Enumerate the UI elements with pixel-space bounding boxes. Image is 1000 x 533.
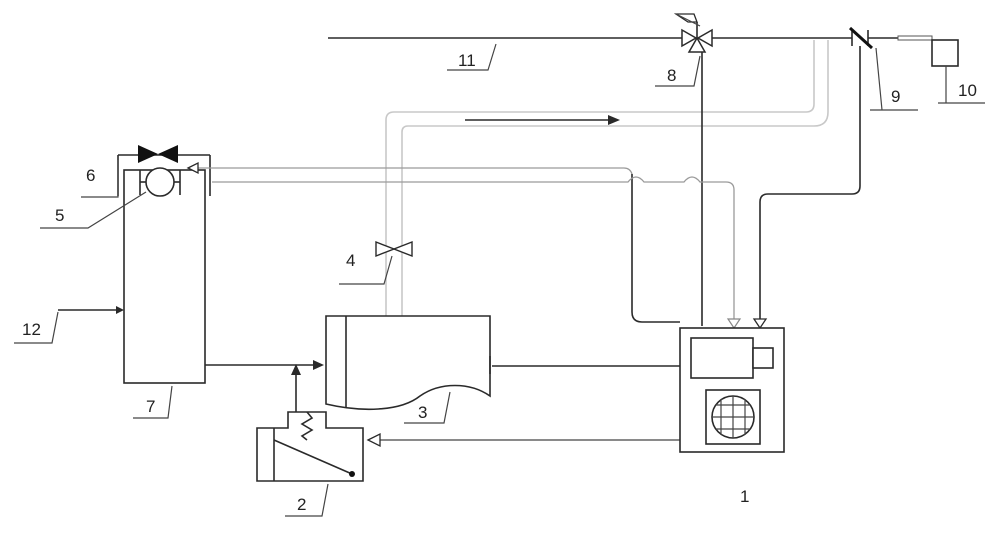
label-6: 6: [86, 166, 95, 185]
controller-to-heater-line: [366, 432, 680, 448]
damper-9-signal-arrow: [752, 318, 768, 330]
label-11: 11: [458, 51, 476, 70]
three-way-valve-8: [673, 13, 713, 53]
valve-6: [138, 145, 178, 163]
label-3: 3: [418, 403, 427, 422]
damper-valve-9: [848, 26, 874, 50]
label-9: 9: [891, 87, 900, 106]
main-pipe-11: [328, 35, 933, 41]
tank-7: [123, 169, 206, 384]
label-10: 10: [958, 81, 977, 100]
label-7: 7: [146, 397, 155, 416]
valve-4: [375, 240, 413, 258]
label-1: 1: [740, 487, 749, 506]
pump-5: [139, 167, 181, 197]
component-10-box: [931, 39, 959, 67]
tank-to-unit-3-line: [205, 360, 324, 370]
tank-signal-lines: [186, 161, 742, 330]
unit-3: [325, 315, 491, 410]
label-2: 2: [297, 495, 306, 514]
controller-1: [679, 327, 785, 453]
heater-2: [256, 411, 364, 482]
label-8: 8: [667, 66, 676, 85]
damper-9-signal-line: [759, 46, 861, 320]
label-5: 5: [55, 206, 64, 225]
label-4: 4: [346, 251, 355, 270]
inlet-line-12: [58, 306, 124, 314]
heater-2-up-arrow: [291, 364, 301, 412]
leader-lines: [14, 43, 985, 517]
flow-duct: [385, 40, 829, 316]
flow-direction-arrow: [465, 115, 620, 125]
label-12: 12: [22, 320, 41, 339]
